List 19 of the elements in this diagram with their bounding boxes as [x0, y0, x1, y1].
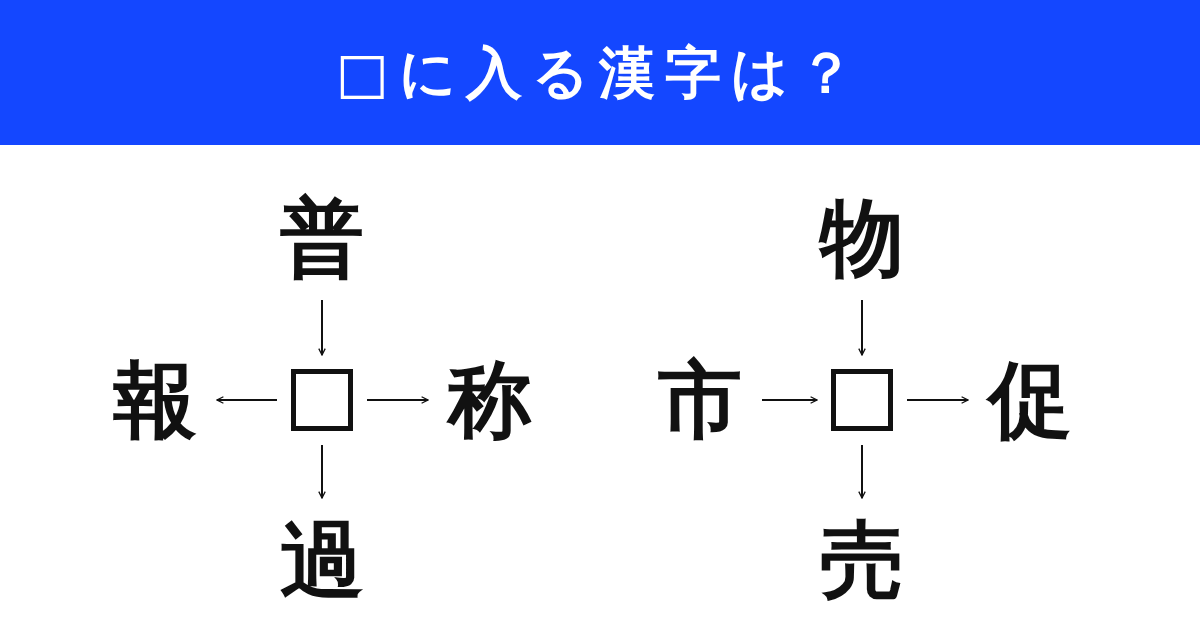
blank-square: [291, 369, 353, 431]
arrow: [318, 444, 326, 499]
arrow: [761, 396, 818, 404]
arrow: [858, 444, 866, 499]
arrow: [318, 299, 326, 356]
kanji: 促: [982, 352, 1078, 448]
blank-square: [831, 369, 893, 431]
arrow: [366, 396, 429, 404]
arrow: [858, 299, 866, 356]
kanji: 売: [814, 512, 910, 608]
arrow: [906, 396, 969, 404]
arrow: [216, 396, 278, 404]
kanji: 物: [814, 190, 910, 286]
title: □に入る漢字は？: [335, 38, 865, 107]
kanji: 称: [442, 352, 538, 448]
kanji: 過: [274, 512, 370, 608]
kanji: 報: [107, 352, 203, 448]
kanji: 市: [652, 352, 748, 448]
kanji: 普: [274, 190, 370, 286]
